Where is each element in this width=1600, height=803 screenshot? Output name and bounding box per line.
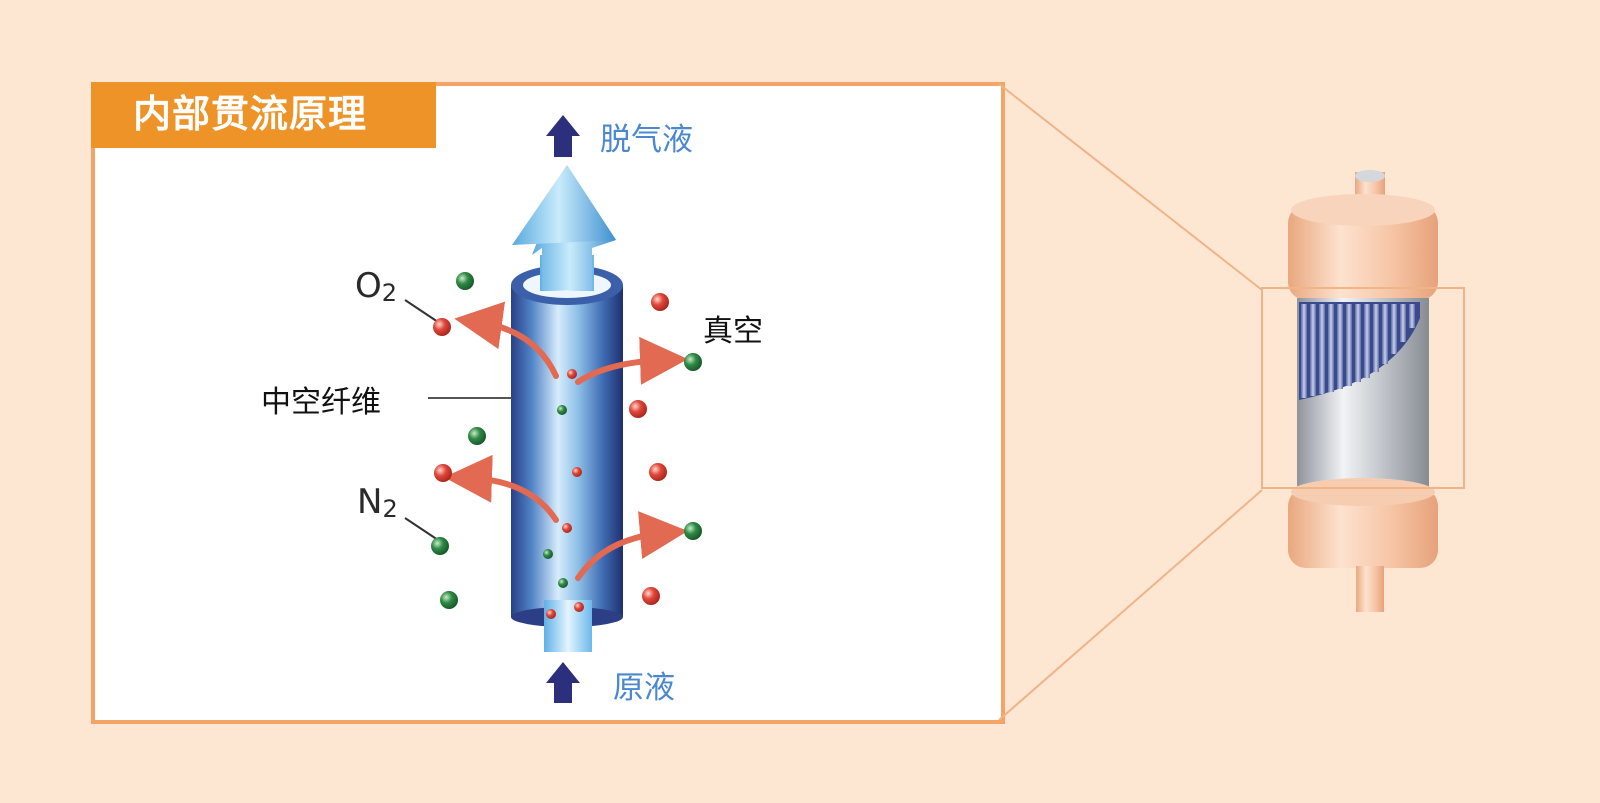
gas-escape-arrows [444,301,688,581]
title-tab [91,82,436,148]
hollow-fiber-tube [511,165,623,652]
hollow-fiber-label: 中空纤维 [261,385,381,420]
zoom-connector [998,83,1263,721]
vacuum-label: 真空 [703,314,763,349]
leader-lines [404,299,512,541]
nitrogen-label: N2 [357,482,398,523]
degassed-liquid-label: 脱气液 [600,122,693,158]
outflow-arrow [546,115,580,157]
inflow-arrow [546,662,580,703]
fiber-bundle [1299,302,1420,400]
degassing-module [1261,170,1465,612]
raw-liquid-label: 原液 [613,670,675,706]
diagram-title: 内部贯流原理 [133,92,368,136]
oxygen-label: O2 [355,266,398,307]
oxygen-molecules [433,293,669,619]
nitrogen-molecules [431,272,702,609]
